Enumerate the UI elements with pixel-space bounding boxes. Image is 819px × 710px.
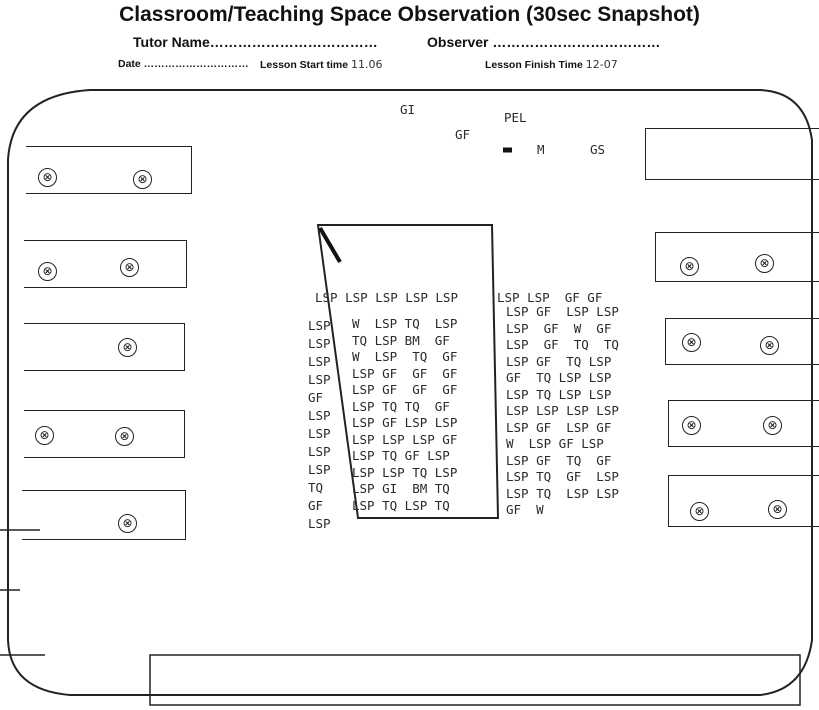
code-row: LSP LSP LSP GF — [352, 431, 458, 447]
code-entry: LSP — [308, 426, 331, 441]
code-entry: GF — [308, 390, 324, 405]
code-entry: TQ — [308, 480, 324, 495]
seat-mark: ⊗ — [118, 338, 137, 357]
seat-mark: ⊗ — [120, 258, 139, 277]
table-top-codes: LSP LSP LSP LSP LSP — [315, 290, 458, 305]
front-label: GI — [400, 102, 416, 117]
seat-mark: ⊗ — [38, 262, 57, 281]
code-row: GF TQ LSP LSP — [506, 370, 612, 385]
desk-left-2 — [24, 240, 187, 288]
seat-mark: ⊗ — [763, 416, 782, 435]
seat-mark: ⊗ — [760, 336, 779, 355]
code-row: LSP TQ LSP TQ — [352, 497, 450, 513]
desk-right-1 — [645, 128, 819, 180]
code-row: LSP GF LSP LSP — [506, 304, 619, 319]
code-entry: LSP — [308, 408, 331, 423]
lesson-finish-field: Lesson Finish Time 12-07 — [485, 58, 618, 71]
code-row: TQ LSP BM GF — [352, 332, 450, 348]
code-row: W LSP GF LSP — [506, 436, 604, 451]
code-row: LSP TQ GF LSP — [352, 448, 450, 463]
lesson-finish-label: Lesson Finish Time — [485, 59, 586, 71]
code-row: LSP TQ TQ GF — [352, 398, 450, 414]
code-entry: LSP — [308, 354, 331, 369]
desk-left-4 — [24, 410, 185, 458]
code-entry: GF — [308, 498, 324, 513]
lesson-start-label: Lesson Start time — [260, 59, 352, 71]
desk-right-4 — [668, 400, 819, 447]
seat-mark: ⊗ — [768, 500, 787, 519]
code-entry: LSP — [308, 318, 331, 333]
seat-mark: ⊗ — [682, 416, 701, 435]
code-row: LSP LSP TQ LSP — [352, 464, 458, 480]
code-row: LSP GF GF GF — [352, 365, 458, 381]
seat-mark: ⊗ — [38, 168, 57, 187]
code-row: LSP TQ GF LSP — [506, 469, 619, 484]
tutor-name-field: Tutor Name……………………………… — [133, 34, 378, 50]
desk-left-1 — [26, 146, 192, 194]
observer-field: Observer ……………………………… — [427, 34, 661, 50]
desk-right-3 — [665, 318, 819, 365]
seat-mark: ⊗ — [682, 333, 701, 352]
form-title: Classroom/Teaching Space Observation (30… — [119, 3, 700, 26]
code-row: W LSP TQ LSP — [352, 316, 458, 331]
date-field: Date ………………………… — [118, 58, 249, 70]
lesson-start-field: Lesson Start time 11.06 — [260, 58, 383, 71]
code-entry: LSP — [308, 462, 331, 477]
front-label: PEL — [504, 110, 527, 125]
desk-left-5 — [22, 490, 186, 540]
code-row: W LSP TQ GF — [352, 349, 458, 364]
code-row: GF W — [506, 502, 544, 517]
seat-mark: ⊗ — [755, 254, 774, 273]
top-right-codes: LSP LSP GF GF — [497, 290, 603, 305]
code-row: LSP TQ LSP LSP — [506, 386, 612, 402]
code-row: LSP GF W GF — [506, 320, 612, 336]
code-entry: LSP — [308, 336, 331, 351]
code-row: LSP GF TQ LSP — [506, 353, 612, 369]
lesson-finish-value: 12-07 — [585, 58, 618, 71]
code-row: LSP GF LSP GF — [506, 419, 612, 435]
code-row: LSP GF GF GF — [352, 382, 458, 397]
code-row: LSP GF LSP LSP — [352, 415, 458, 430]
front-label: GF — [455, 127, 471, 142]
seat-mark: ⊗ — [690, 502, 709, 521]
seat-mark: ⊗ — [118, 514, 137, 533]
seat-mark: ⊗ — [35, 426, 54, 445]
lesson-start-value: 11.06 — [351, 58, 383, 71]
seat-mark: ⊗ — [115, 427, 134, 446]
desk-right-2 — [655, 232, 819, 282]
code-row: LSP GF TQ GF — [506, 452, 612, 468]
seat-mark: ⊗ — [133, 170, 152, 189]
code-row: LSP TQ LSP LSP — [506, 485, 619, 501]
front-label: GS — [590, 142, 606, 157]
desk-left-3 — [24, 323, 185, 371]
code-row: LSP GI BM TQ — [352, 481, 450, 496]
code-row: LSP LSP LSP LSP — [506, 403, 619, 418]
code-entry: LSP — [308, 444, 331, 459]
code-entry: LSP — [308, 516, 331, 531]
desk-right-5 — [668, 475, 819, 527]
code-row: LSP GF TQ TQ — [506, 337, 619, 352]
seat-mark: ⊗ — [680, 257, 699, 276]
code-entry: LSP — [308, 372, 331, 387]
front-label: M — [537, 142, 545, 157]
